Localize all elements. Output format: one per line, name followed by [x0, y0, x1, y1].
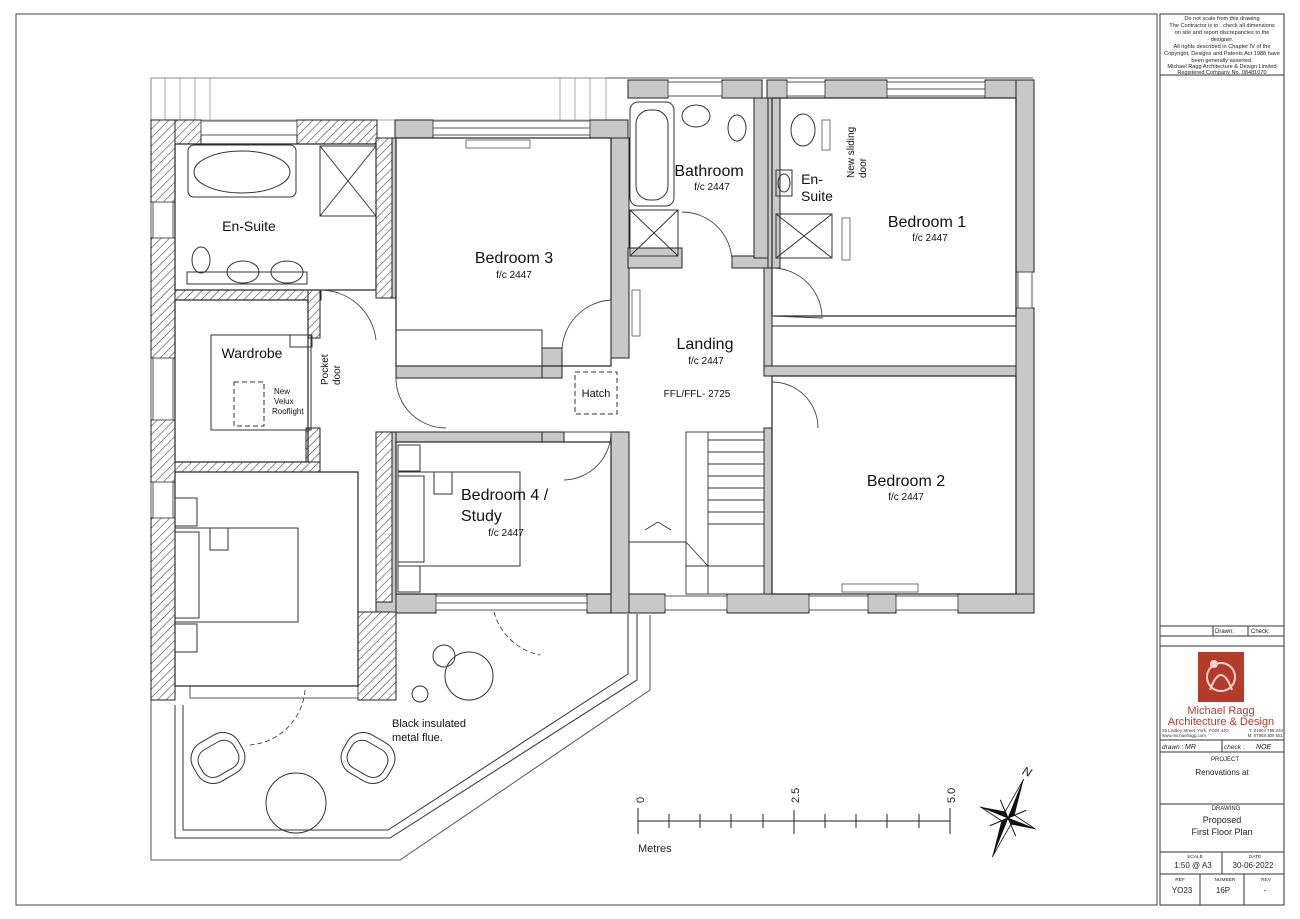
room-outlines: [174, 97, 1017, 687]
plan-notes: New sliding door Pocket door New Velux R…: [272, 127, 869, 744]
site-boundary: [150, 78, 651, 861]
terrace: [174, 614, 638, 839]
revision-drawn-label: Drawn:: [1215, 629, 1234, 635]
furniture: [174, 329, 543, 653]
tb-scale-label: SCALE: [1187, 854, 1203, 860]
tb-ref-value: YO23: [1172, 886, 1193, 895]
disclaimer-line: Michael Ragg Architecture & Design Limit…: [1167, 64, 1276, 70]
ensuite-fittings: [186, 144, 377, 285]
company-mobile: M. 07958 309 551: [1248, 733, 1284, 738]
loft-hatch: [574, 371, 618, 415]
sheet-border: [15, 13, 1158, 906]
tb-date-value: 30-06-2022: [1233, 861, 1274, 870]
room-landing: Landing: [677, 336, 734, 353]
room-bedroom2-fc: f/c 2447: [888, 492, 924, 503]
room-bathroom-fc: f/c 2447: [694, 182, 730, 193]
tb-number-label: NUMBER: [1215, 877, 1236, 883]
revision-check-label: Check:: [1251, 629, 1270, 635]
room-ensuite-small-1: En-: [801, 171, 823, 187]
tb-date-label: DATE: [1249, 854, 1261, 860]
note-velux-2: Velux: [274, 397, 294, 406]
tb-drawn-label: drawn :: [1162, 744, 1184, 751]
note-sliding-2: door: [858, 157, 869, 178]
note-pocket-2: door: [332, 364, 343, 385]
scale-units: Metres: [638, 843, 672, 855]
disclaimer-line: Registered Company No. 08481070: [1177, 70, 1266, 76]
scale-bar: [637, 808, 951, 834]
title-block: [1159, 13, 1285, 906]
room-bedroom3-fc: f/c 2447: [496, 270, 532, 281]
note-flue-2: metal flue.: [392, 732, 443, 744]
room-labels: Bathroom f/c 2447 En- Suite Bedroom 1 f/…: [222, 163, 967, 539]
disclaimer: Do not scale from this drawing The Contr…: [1164, 16, 1280, 76]
tb-project-label: PROJECT: [1211, 757, 1239, 763]
note-pocket-1: Pocket: [320, 354, 331, 385]
scale-tick-mid: 2.5: [790, 788, 802, 803]
company-address: 25 Lindley Street, York, YO24 4JG: [1162, 728, 1229, 733]
tb-number-value: 16P: [1216, 886, 1230, 895]
hatched-walls: [150, 119, 397, 701]
windows: [152, 81, 1033, 699]
tb-ref-label: REF: [1175, 877, 1185, 883]
disclaimer-line: on site and report discrepancies to the: [1175, 30, 1270, 36]
north-letter: N: [1020, 764, 1034, 780]
company-logo-icon: [1198, 652, 1244, 702]
room-bedroom4-line2: Study: [461, 508, 502, 525]
room-bedroom2: Bedroom 2: [867, 473, 945, 490]
room-bedroom4-line1: Bedroom 4 /: [461, 487, 549, 504]
tb-project-value: Renovations at: [1195, 768, 1249, 777]
room-ffl: FFL/FFL- 2725: [664, 389, 731, 400]
company-web: www.michaelragg.com: [1162, 733, 1206, 738]
disclaimer-line: been generally asserted.: [1191, 58, 1253, 64]
room-ensuite: En-Suite: [222, 218, 276, 234]
room-ensuite-small-2: Suite: [801, 188, 833, 204]
room-bedroom1-fc: f/c 2447: [912, 233, 948, 244]
disclaimer-line: designer.: [1211, 37, 1234, 43]
company-phone: T. 01904 788 234: [1249, 728, 1283, 733]
tb-check-value: NOE: [1256, 744, 1272, 751]
scale-tick-0: 0: [635, 797, 647, 803]
disclaimer-line: Copyright, Designs and Patents Act 1988 …: [1164, 51, 1280, 57]
room-bathroom: Bathroom: [674, 163, 743, 180]
roof-edging: [150, 77, 607, 121]
scale-tick-end: 5.0: [946, 788, 958, 803]
stairs: [629, 431, 765, 595]
note-flue-1: Black insulated: [392, 718, 466, 730]
room-bedroom1: Bedroom 1: [888, 214, 966, 231]
room-hatch: Hatch: [582, 388, 611, 400]
room-wardrobe: Wardrobe: [222, 345, 283, 361]
tb-scale-value: 1:50 @ A3: [1174, 861, 1212, 870]
disclaimer-line: Do not scale from this drawing: [1184, 16, 1259, 22]
tb-rev-label: REV: [1261, 877, 1272, 883]
note-sliding-1: New sliding: [846, 127, 857, 178]
tb-rev-value: -: [1264, 886, 1267, 895]
room-bedroom4-fc: f/c 2447: [488, 528, 524, 539]
north-arrow-icon: N: [979, 764, 1037, 858]
tb-drawn-value: MR: [1185, 744, 1196, 751]
tb-check-label: check :: [1224, 744, 1245, 751]
tb-drawing-line1: Proposed: [1203, 815, 1242, 825]
company-name-1: Michael Ragg: [1187, 705, 1254, 717]
note-velux-3: Rooflight: [272, 407, 304, 416]
company-name-2: Architecture & Design: [1168, 716, 1274, 728]
radiators: [465, 119, 919, 593]
room-bedroom3: Bedroom 3: [475, 250, 553, 267]
disclaimer-line: The Contractor is to . check all dimensi…: [1169, 23, 1275, 29]
disclaimer-line: All rights described in Chapter IV of th…: [1173, 44, 1270, 50]
room-landing-fc: f/c 2447: [688, 356, 724, 367]
tb-drawing-label: DRAWING: [1212, 806, 1241, 812]
door-swings: [249, 211, 823, 746]
tb-drawing-line2: First Floor Plan: [1191, 827, 1252, 837]
bathroom-fittings: [629, 101, 833, 259]
note-velux-1: New: [274, 387, 290, 396]
